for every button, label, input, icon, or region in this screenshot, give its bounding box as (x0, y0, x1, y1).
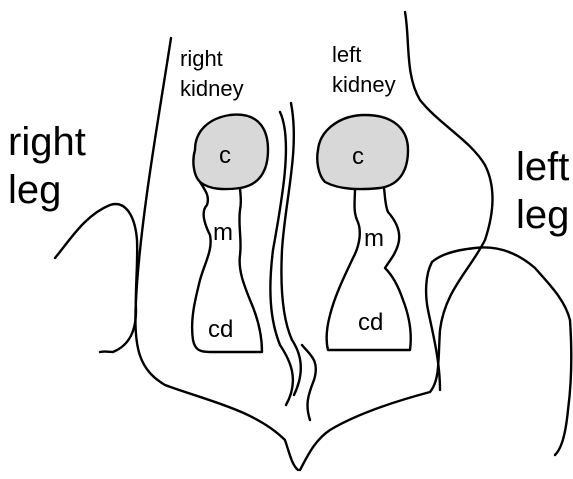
right-leg-outline (55, 204, 137, 352)
left-cortex-label: c (352, 143, 364, 170)
right-leg-label-line2: leg (8, 168, 61, 212)
left-medulla-label: m (364, 225, 384, 252)
left-leg-label-line2: leg (516, 193, 569, 237)
left-kidney-label-line2: kidney (332, 72, 396, 97)
right-collecting-duct-label: cd (208, 316, 233, 343)
left-kidney-label-line1: left (332, 42, 361, 67)
left-leg-label-line1: left (516, 145, 569, 189)
left-collecting-duct-label: cd (358, 309, 383, 336)
right-leg-label-line1: right (8, 120, 86, 164)
ureter-line-c (302, 345, 316, 420)
left-leg-outline (432, 247, 571, 455)
right-cortex-label: c (219, 142, 231, 169)
right-kidney-label-line2: kidney (180, 76, 244, 101)
right-kidney-label-line1: right (180, 46, 223, 71)
body-outline-right (300, 12, 493, 470)
right-medulla-label: m (213, 219, 233, 246)
left-leg-inner (426, 262, 440, 390)
